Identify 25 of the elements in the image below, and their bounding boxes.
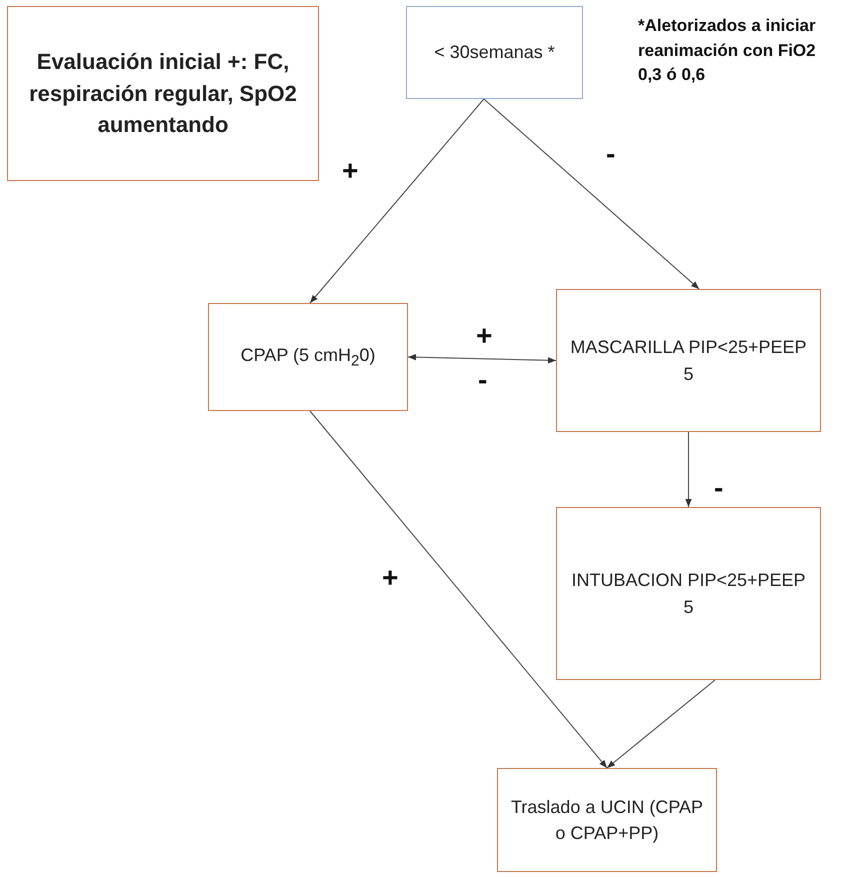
arrow bbox=[408, 354, 556, 364]
edge-label: + bbox=[342, 155, 358, 187]
arrow bbox=[310, 410, 608, 768]
node-text: < 30semanas * bbox=[433, 41, 556, 64]
edge-label: + bbox=[476, 320, 492, 352]
node-text: Evaluación inicial +: FC, respiración regular, SpO2 aumentando bbox=[28, 48, 298, 140]
sign-label: - bbox=[478, 363, 488, 397]
arrow bbox=[685, 432, 692, 508]
node-text: CPAP (5 cmH$_{2}$0) bbox=[240, 344, 376, 372]
process-box bbox=[497, 768, 717, 872]
edge-label: - bbox=[714, 472, 724, 504]
edge-label: + bbox=[382, 562, 398, 594]
process-box bbox=[556, 507, 821, 680]
footnote: *Aletorizados a iniciar reanimación con FiO2 0,3 ó 0,6 bbox=[638, 15, 817, 86]
arrow bbox=[483, 98, 700, 290]
process-box bbox=[406, 6, 583, 99]
process-box bbox=[556, 289, 821, 432]
node-text: Traslado a UCIN (CPAP o CPAP+PP) bbox=[510, 796, 704, 845]
arrow bbox=[310, 98, 484, 304]
node-text: INTUBACION PIP<25+PEEP 5 bbox=[570, 569, 807, 618]
process-box bbox=[208, 303, 408, 411]
node-text: MASCARILLA PIP<25+PEEP 5 bbox=[569, 336, 808, 386]
note-box bbox=[7, 6, 319, 181]
arrow bbox=[606, 680, 716, 768]
edge-label: - bbox=[606, 138, 616, 170]
